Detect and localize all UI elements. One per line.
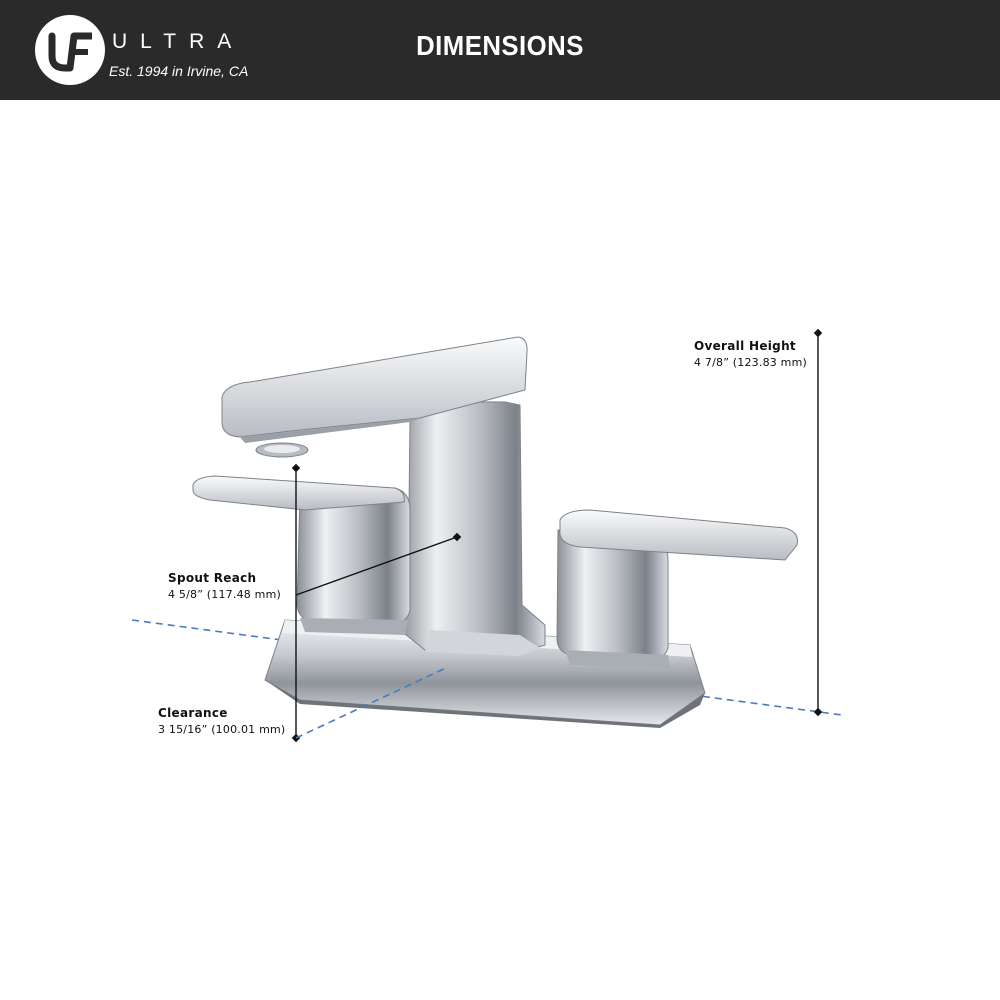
uf-monogram-logo-icon [35, 15, 105, 85]
faucet-left-handle [192, 475, 411, 635]
brand-tagline: Est. 1994 in Irvine, CA [109, 63, 249, 79]
clearance-value: 3 15/16” (100.01 mm) [158, 723, 286, 736]
spout-reach-value: 4 5/8” (117.48 mm) [168, 588, 281, 601]
faucet-spout-arm [221, 336, 528, 458]
overall-height-dimension-line [813, 328, 823, 717]
overall-height-label: Overall Height [694, 339, 796, 353]
overall-height-callout: Overall Height 4 7/8” (123.83 mm) [694, 339, 807, 369]
faucet-right-handle [556, 509, 798, 668]
faucet-dimension-drawing [131, 328, 843, 743]
clearance-callout: Clearance 3 15/16” (100.01 mm) [158, 706, 285, 736]
header-bar: ULTRA Est. 1994 in Irvine, CA DIMENSIONS [0, 0, 1000, 100]
clearance-label: Clearance [158, 706, 228, 720]
overall-height-value: 4 7/8” (123.83 mm) [694, 356, 807, 369]
page-title: DIMENSIONS [416, 30, 584, 61]
clearance-dimension-line [291, 463, 449, 743]
spout-reach-label: Spout Reach [168, 571, 257, 585]
spout-reach-dimension-line [295, 532, 462, 596]
spout-reach-callout: Spout Reach 4 5/8” (117.48 mm) [168, 571, 281, 601]
faucet-spout-body [399, 401, 546, 656]
brand-name: ULTRA [112, 30, 245, 53]
